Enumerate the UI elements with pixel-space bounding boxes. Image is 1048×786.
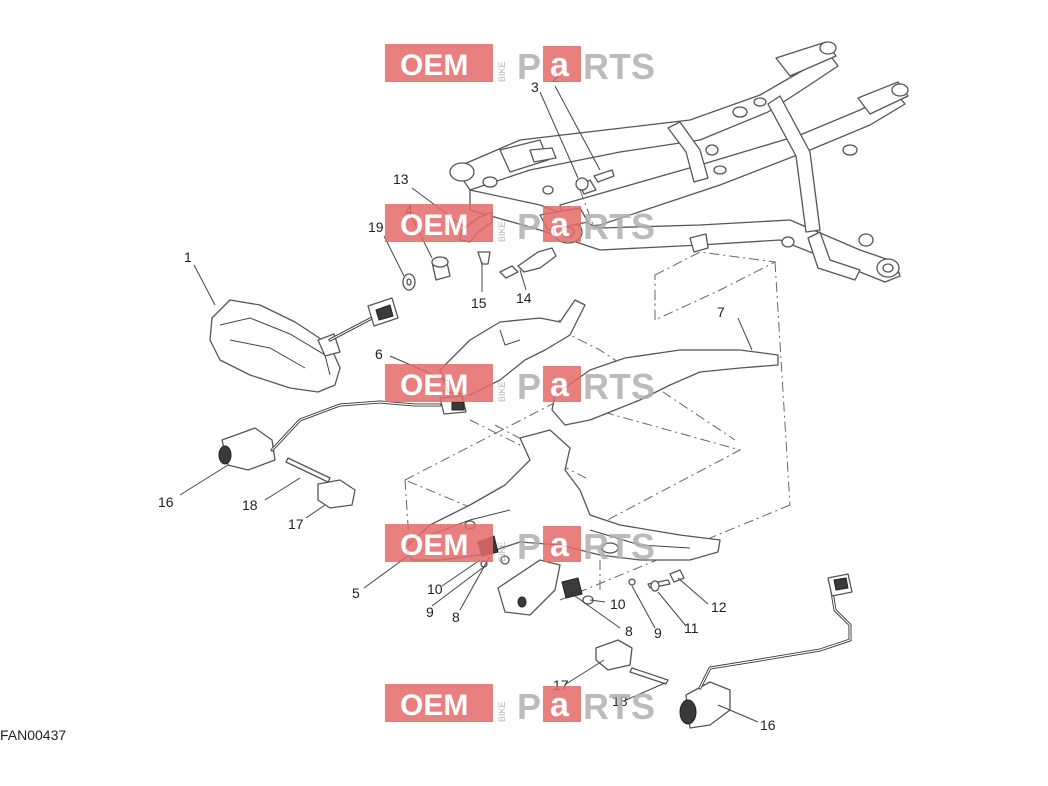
- callout-7: 7: [717, 304, 725, 320]
- svg-text:P: P: [517, 686, 541, 727]
- svg-text:OEM: OEM: [400, 49, 468, 82]
- callout-10a: 10: [427, 581, 443, 597]
- svg-text:P: P: [517, 46, 541, 87]
- svg-text:RTS: RTS: [583, 206, 655, 247]
- svg-text:P: P: [517, 206, 541, 247]
- bolt-and-bracket-right: [595, 639, 669, 685]
- callout-12: 12: [711, 599, 727, 615]
- callout-18a: 18: [242, 497, 258, 513]
- callout-9b: 9: [654, 625, 662, 641]
- callout-8b: 8: [625, 623, 633, 639]
- svg-text:OEM: OEM: [400, 689, 468, 722]
- callout-17a: 17: [288, 516, 304, 532]
- watermark-2: OEM BIKE P a RTS: [385, 204, 655, 247]
- svg-text:BIKE: BIKE: [497, 61, 507, 82]
- callout-1: 1: [184, 249, 192, 265]
- svg-text:OEM: OEM: [400, 529, 468, 562]
- watermark-3: OEM BIKE P a RTS: [385, 364, 655, 407]
- callout-8a: 8: [452, 609, 460, 625]
- svg-text:a: a: [550, 46, 570, 84]
- callout-18b: 18: [612, 693, 628, 709]
- svg-text:RTS: RTS: [583, 686, 655, 727]
- callout-13: 13: [393, 171, 409, 187]
- callout-5: 5: [352, 585, 360, 601]
- callout-3: 3: [531, 79, 539, 95]
- figure-code: FAN00437: [0, 727, 67, 743]
- svg-text:a: a: [550, 686, 570, 724]
- callout-10b: 10: [610, 596, 626, 612]
- svg-text:RTS: RTS: [583, 366, 655, 407]
- svg-text:OEM: OEM: [400, 209, 468, 242]
- callout-labels: 1 2 3 4 5 6 7 8 8 9 9 10 10 11 12 13 14 …: [158, 69, 776, 733]
- svg-text:P: P: [517, 366, 541, 407]
- watermark-5: OEM BIKE P a RTS: [385, 684, 655, 727]
- bolt-and-bracket-left: [285, 457, 356, 509]
- svg-text:a: a: [550, 526, 570, 564]
- callout-16b: 16: [760, 717, 776, 733]
- svg-text:OEM: OEM: [400, 369, 468, 402]
- svg-text:RTS: RTS: [583, 526, 655, 567]
- watermark-1: OEM BIKE BIKE P a RTS: [385, 44, 655, 87]
- callout-14: 14: [516, 290, 532, 306]
- callout-19: 19: [368, 219, 384, 235]
- callout-15: 15: [471, 295, 487, 311]
- svg-text:a: a: [550, 366, 570, 404]
- part-16-turn-signal-left: [218, 395, 467, 471]
- leader-lines: [179, 85, 759, 723]
- part-1-tail-light: [209, 297, 399, 393]
- callout-11: 11: [684, 620, 699, 636]
- part-7-cover: [551, 349, 779, 426]
- svg-text:BIKE: BIKE: [497, 381, 507, 402]
- svg-text:BIKE: BIKE: [497, 221, 507, 242]
- callout-16a: 16: [158, 494, 174, 510]
- callout-9a: 9: [426, 604, 434, 620]
- svg-text:BIKE: BIKE: [497, 541, 507, 562]
- callout-6: 6: [375, 346, 383, 362]
- svg-text:P: P: [517, 526, 541, 567]
- part-16-turn-signal-right: [679, 573, 853, 729]
- svg-text:RTS: RTS: [583, 46, 655, 87]
- watermark-4: OEM BIKE P a RTS: [385, 524, 655, 567]
- svg-text:a: a: [550, 206, 570, 244]
- svg-text:BIKE: BIKE: [497, 701, 507, 722]
